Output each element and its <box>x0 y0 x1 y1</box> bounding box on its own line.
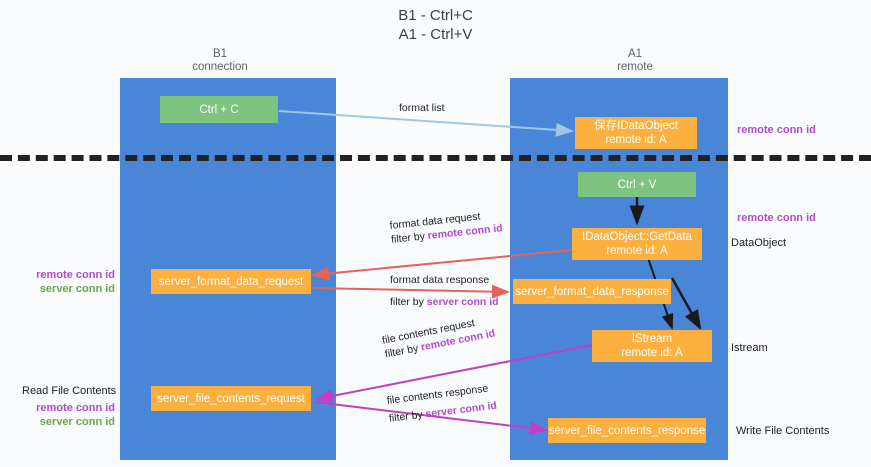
diagram-title: B1 - Ctrl+C A1 - Ctrl+V <box>0 6 871 44</box>
annotation-left-read-file-contents: Read File Contents <box>22 385 117 397</box>
annotation-right-remote-conn-id-mid: remote conn id <box>737 212 816 224</box>
box-ctrl-v-label: Ctrl + V <box>617 178 657 191</box>
box-getdata-line1: IDataObject::GetData <box>582 231 692 243</box>
box-server-file-contents-response[interactable]: server_file_contents_response <box>548 418 706 443</box>
box-server-format-data-response-label: server_format_data_response <box>515 285 669 298</box>
box-istream-line1: IStream <box>631 333 673 345</box>
column-header-b1-name: B1 <box>212 48 228 60</box>
annotation-left-conn-ids-1: remote conn id server conn id <box>20 268 115 296</box>
title-line-2: A1 - Ctrl+V <box>398 26 473 43</box>
column-header-a1-name: A1 <box>627 48 643 60</box>
annotation-right-istream: Istream <box>731 342 768 354</box>
box-idataobject-getdata[interactable]: IDataObject::GetData remote id: A <box>572 228 702 260</box>
column-header-a1: A1 remote <box>565 48 705 74</box>
filter-key-server-conn-id: server conn id <box>426 296 499 308</box>
title-line-1: B1 - Ctrl+C <box>398 7 473 24</box>
filter-prefix: filter by <box>390 296 427 308</box>
annotation-left-server-conn-id-2: server conn id <box>39 416 115 428</box>
column-header-b1: B1 connection <box>150 48 290 74</box>
annotation-left-conn-ids-2: remote conn id server conn id <box>20 401 115 429</box>
box-save-idataobject-line2: remote id: A <box>605 134 667 146</box>
annotation-left-server-conn-id-1: server conn id <box>39 283 115 295</box>
column-header-b1-sub: connection <box>192 61 248 73</box>
annotation-right-write-file-contents: Write File Contents <box>736 425 830 437</box>
annotation-left-remote-conn-id-2: remote conn id <box>36 402 115 414</box>
box-server-file-contents-request[interactable]: server_file_contents_request <box>151 386 311 411</box>
annotation-right-dataobject: DataObject <box>731 237 787 249</box>
edge-label-format-data-response-text: format data response <box>390 274 490 286</box>
box-istream[interactable]: IStream remote id: A <box>592 330 712 362</box>
box-ctrl-v[interactable]: Ctrl + V <box>578 172 696 197</box>
box-server-file-contents-response-label: server_file_contents_response <box>548 424 706 437</box>
filter-prefix: filter by <box>390 230 429 246</box>
annotation-left-remote-conn-id-1: remote conn id <box>36 269 115 281</box>
annotation-right-remote-conn-id-top: remote conn id <box>737 124 816 136</box>
box-getdata-line2: remote id: A <box>606 245 668 257</box>
box-server-file-contents-request-label: server_file_contents_request <box>157 392 305 405</box>
box-save-idataobject-line1: 保存IDataObject <box>594 120 678 132</box>
edge-label-format-list-text: format list <box>399 102 445 114</box>
edge-label-file-contents-request: file contents request filter by remote c… <box>381 313 496 362</box>
edge-label-format-data-request: format data request filter by remote con… <box>389 207 503 247</box>
edge-label-format-data-response: format data response filter by server co… <box>390 273 499 309</box>
column-header-a1-sub: remote <box>617 61 653 73</box>
box-server-format-data-request[interactable]: server_format_data_request <box>151 269 311 294</box>
box-server-format-data-request-label: server_format_data_request <box>158 275 304 288</box>
box-istream-line2: remote id: A <box>621 347 683 359</box>
phase-divider <box>0 155 871 161</box>
box-ctrl-c[interactable]: Ctrl + C <box>160 96 278 123</box>
edge-label-format-list: format list <box>399 101 445 115</box>
box-ctrl-c-label: Ctrl + C <box>199 103 239 116</box>
box-save-idataobject[interactable]: 保存IDataObject remote id: A <box>575 117 697 149</box>
filter-prefix: filter by <box>388 408 427 425</box>
filter-key-server-conn-id: server conn id <box>424 399 498 421</box>
box-server-format-data-response[interactable]: server_format_data_response <box>513 279 671 304</box>
edge-label-format-data-response-filter: filter by server conn id <box>390 295 499 309</box>
edge-label-file-contents-response: file contents response filter by server … <box>386 381 498 426</box>
